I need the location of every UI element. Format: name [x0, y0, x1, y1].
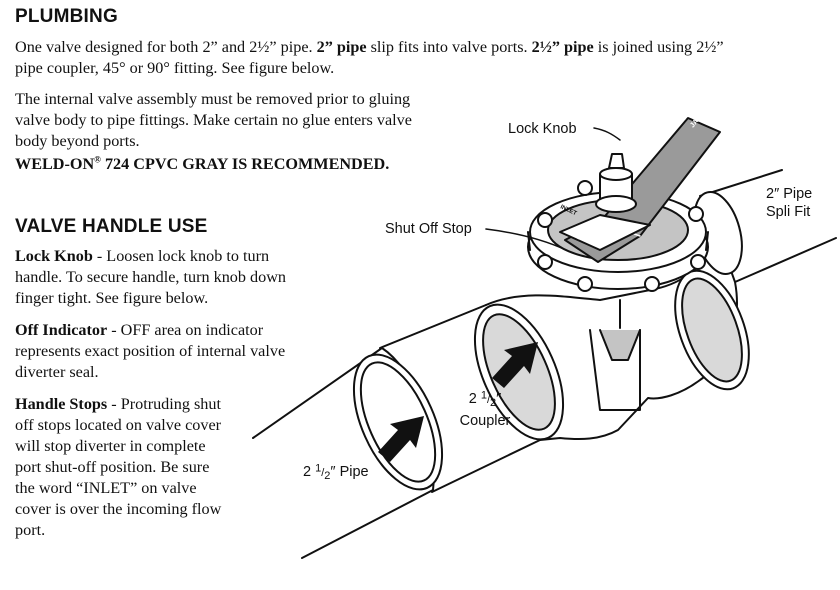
two-half-inch-pipe-label: 2 1/2″ Pipe — [303, 463, 369, 485]
text-run: 724 CPVC GRAY IS RECOMMENDED. — [100, 155, 390, 173]
text-line: valve body to pipe fittings. Make certai… — [15, 111, 412, 129]
label-run: ″ — [496, 391, 502, 407]
valve-handle-heading: VALVE HANDLE USE — [15, 216, 208, 237]
lock-knob — [595, 153, 637, 213]
bold-2-5-inch-pipe: 2½” pipe — [531, 38, 594, 56]
handle-stops-paragraph: Handle Stops - Protruding shut off stops … — [15, 394, 221, 541]
registered-mark: ® — [94, 154, 101, 165]
text-run: pipe coupler, 45° or 90° fitting. See fi… — [15, 59, 335, 77]
arrow-into-coupler — [378, 416, 424, 462]
callout-leaders — [485, 127, 621, 251]
text-line: finger tight. See figure below. — [15, 289, 209, 307]
text-run: WELD-ON — [15, 155, 95, 173]
text-run: slip fits into valve ports. — [366, 38, 532, 56]
text-run: - OFF area on indicator — [107, 321, 264, 339]
text-line: port shut-off position. Be sure — [15, 458, 210, 476]
lock-knob-paragraph: Lock Knob - Loosen lock knob to turn hand… — [15, 246, 286, 309]
text-line: handle. To secure handle, turn knob down — [15, 268, 286, 286]
insert-arrows — [378, 342, 538, 462]
fraction: 1/2 — [480, 389, 497, 410]
label-run: ″ Pipe — [330, 464, 369, 480]
text-run: is joined using 2½” — [593, 38, 724, 56]
text-line: body beyond ports. — [15, 132, 140, 150]
lock-knob-term: Lock Knob — [15, 247, 93, 265]
text-line: The internal valve assembly must be remo… — [15, 90, 411, 108]
coupler — [352, 304, 541, 493]
valve-handle — [559, 117, 721, 263]
text-line: diverter seal. — [15, 363, 99, 381]
coupler-label: 2 1/2″ Coupler — [455, 390, 515, 430]
fraction-numerator: 1 — [315, 462, 322, 475]
text-run: - Loosen lock knob to turn — [92, 247, 270, 265]
shut-off-stop-leader — [485, 228, 567, 251]
lock-knob-leader — [593, 127, 621, 141]
shut-off-stop-label: Shut Off Stop — [385, 221, 472, 237]
plumbing-heading: PLUMBING — [15, 6, 118, 27]
off-indicator-term: Off Indicator — [15, 321, 108, 339]
label-run: 2 — [303, 464, 316, 480]
text-line: will stop diverter in complete — [15, 437, 206, 455]
handle-stops-term: Handle Stops — [15, 395, 108, 413]
text-run: - Protruding shut — [107, 395, 221, 413]
text-line: represents exact position of internal va… — [15, 342, 286, 360]
text-line: cover is over the incoming flow — [15, 500, 222, 518]
fraction-denominator: 2 — [490, 397, 497, 410]
lock-knob-label: Lock Knob — [508, 121, 577, 137]
fraction: 1/2 — [315, 462, 331, 483]
off-indicator-paragraph: Off Indicator - OFF area on indicator rep… — [15, 320, 285, 383]
fraction-numerator: 1 — [480, 389, 487, 402]
label-line: 2″ Pipe — [766, 186, 813, 202]
text-line: port. — [15, 521, 46, 539]
bold-2-inch-pipe: 2” pipe — [316, 38, 367, 56]
plumbing-paragraph-2: The internal valve assembly must be remo… — [15, 89, 412, 152]
label-line: Spli Fit — [766, 204, 811, 220]
label-run: 2 — [468, 391, 481, 407]
plumbing-paragraph-1: One valve designed for both 2” and 2½” p… — [15, 37, 830, 79]
arrow-into-valve — [492, 342, 538, 388]
text-line: off stops located on valve cover — [15, 416, 222, 434]
glue-recommendation: WELD-ON® 724 CPVC GRAY IS RECOMMENDED. — [15, 154, 389, 175]
fraction-denominator: 2 — [324, 470, 331, 483]
text-run: One valve designed for both 2” and 2½” p… — [15, 38, 317, 56]
text-line: the word “INLET” on valve — [15, 479, 197, 497]
valve-body — [473, 191, 750, 441]
label-line: Coupler — [459, 413, 511, 430]
